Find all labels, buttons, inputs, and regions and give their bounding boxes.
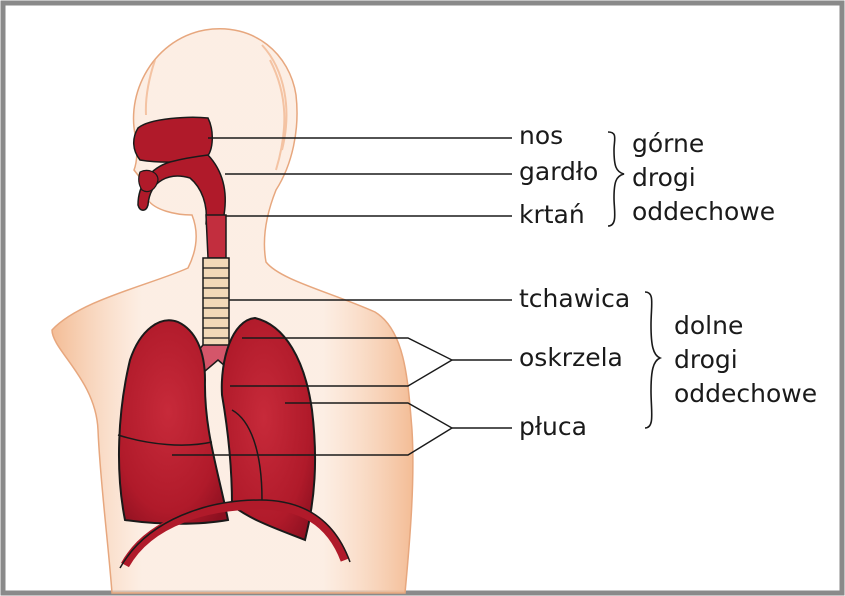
label-oskrzela: oskrzela: [519, 343, 623, 373]
group-upper-line3: oddechowe: [632, 196, 775, 228]
group-lower-line2: drogi: [674, 344, 738, 376]
group-upper-line2: drogi: [632, 162, 696, 194]
brace-lower: [645, 292, 660, 428]
label-pluca: płuca: [519, 412, 587, 442]
group-upper-line1: górne: [632, 128, 704, 160]
label-tchawica: tchawica: [519, 284, 630, 314]
brace-upper: [608, 132, 624, 226]
label-krtan: krtań: [519, 200, 585, 230]
group-lower-line1: dolne: [674, 310, 743, 342]
label-gardlo: gardło: [519, 157, 598, 187]
group-lower-line3: oddechowe: [674, 378, 817, 410]
trachea: [203, 258, 229, 348]
label-nos: nos: [519, 121, 563, 151]
larynx: [206, 215, 226, 258]
